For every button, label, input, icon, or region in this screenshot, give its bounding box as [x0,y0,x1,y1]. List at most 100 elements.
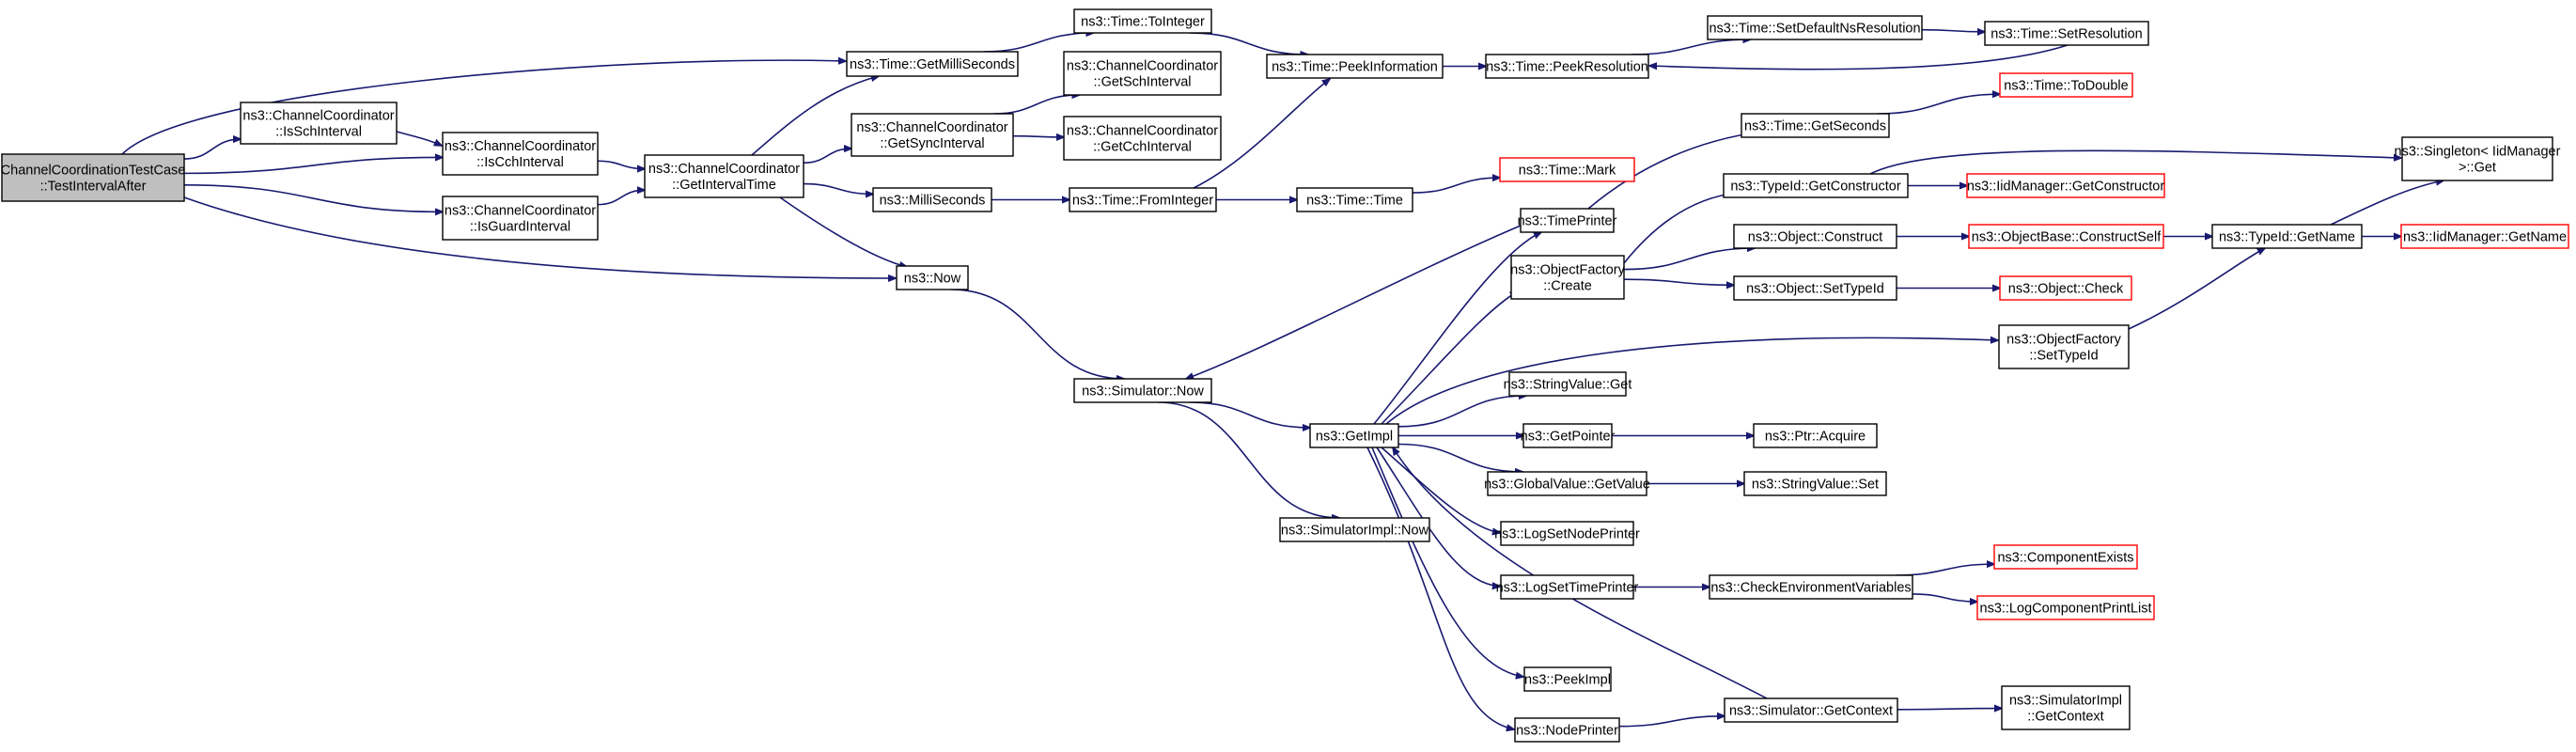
node-fromInteger[interactable]: ns3::Time::FromInteger [1069,187,1217,212]
node-box[interactable] [1743,471,1887,496]
node-now[interactable]: ns3::Now [896,265,969,290]
node-box[interactable] [1733,224,1897,249]
node-box[interactable] [1723,173,1909,198]
node-compExists[interactable]: ns3::ComponentExists [1993,544,2138,570]
node-box[interactable] [1523,666,1612,692]
node-box[interactable] [1968,224,2164,249]
node-box[interactable] [1485,54,1649,79]
node-peekRes[interactable]: ns3::Time::PeekResolution [1485,54,1649,79]
node-objFactSetTypeId[interactable]: ns3::ObjectFactory::SetTypeId [1998,324,2130,369]
node-objConstruct[interactable]: ns3::Object::Construct [1733,224,1897,249]
node-objCheck[interactable]: ns3::Object::Check [1999,275,2132,301]
node-isSch[interactable]: ns3::ChannelCoordinator::IsSchInterval [240,102,398,145]
node-logSetNode[interactable]: ns3::LogSetNodePrinter [1494,521,1640,546]
node-strValSet[interactable]: ns3::StringValue::Set [1743,471,1887,496]
node-simGetCtx[interactable]: ns3::Simulator::GetContext [1724,697,1898,723]
node-box[interactable] [2211,224,2363,249]
node-getInterval[interactable]: ns3::ChannelCoordinator::GetIntervalTime [644,154,804,198]
node-getMilli[interactable]: ns3::Time::GetMilliSeconds [846,51,1019,77]
node-globalValGet[interactable]: ns3::GlobalValue::GetValue [1484,471,1650,496]
node-box[interactable] [1999,72,2133,98]
node-box[interactable] [1279,517,1430,542]
node-box[interactable] [240,102,398,145]
node-getCchInt[interactable]: ns3::ChannelCoordinator::GetCchInterval [1063,116,1222,161]
node-setDefaultNs[interactable]: ns3::Time::SetDefaultNsResolution [1707,15,1923,40]
node-box[interactable] [1508,371,1627,397]
node-singletonGet[interactable]: ns3::Singleton< IidManager >::Get [2395,136,2561,181]
node-box[interactable] [1063,51,1222,96]
node-toInteger[interactable]: ns3::Time::ToInteger [1073,8,1212,34]
node-isGuard[interactable]: ns3::ChannelCoordinator::IsGuardInterval [442,196,599,241]
node-box[interactable] [1069,187,1217,212]
node-box[interactable] [1073,8,1212,34]
node-box[interactable] [1073,378,1212,403]
node-box[interactable] [1487,471,1647,496]
node-box[interactable] [1741,113,1890,138]
node-logCompPrint[interactable]: ns3::LogComponentPrintList [1976,595,2155,620]
node-objSetTypeId[interactable]: ns3::Object::SetTypeId [1733,275,1897,301]
node-typeIdGetCtor[interactable]: ns3::TypeId::GetConstructor [1723,173,1909,198]
node-nodePrinter[interactable]: ns3::NodePrinter [1514,717,1620,743]
node-box[interactable] [442,132,599,176]
node-objFactCreate[interactable]: ns3::ObjectFactory::Create [1510,255,1626,300]
node-box[interactable] [1733,275,1897,301]
node-box[interactable] [851,113,1014,157]
node-box[interactable] [1753,423,1878,448]
node-milliSec[interactable]: ns3::MilliSeconds [872,187,992,212]
node-box[interactable] [1499,157,1635,182]
node-box[interactable] [846,51,1019,77]
node-getSync[interactable]: ns3::ChannelCoordinator::GetSyncInterval [851,113,1014,157]
node-box[interactable] [872,187,992,212]
node-iidMgrGetCtor[interactable]: ns3::IidManager::GetConstructor [1966,173,2165,198]
node-box[interactable] [1998,324,2130,369]
node-box[interactable] [1976,595,2155,620]
node-timePrinter[interactable]: ns3::TimePrinter [1518,208,1617,233]
node-simImplGetCtx[interactable]: ns3::SimulatorImpl::GetContext [2001,685,2131,730]
node-ptrAcquire[interactable]: ns3::Ptr::Acquire [1753,423,1878,448]
node-strValGet[interactable]: ns3::StringValue::Get [1504,371,1632,397]
node-box[interactable] [1500,574,1634,600]
node-simImplNow[interactable]: ns3::SimulatorImpl::Now [1279,517,1430,542]
node-box[interactable] [896,265,969,290]
node-box[interactable] [1522,423,1613,448]
node-box[interactable] [2401,136,2553,181]
node-typeIdGetName[interactable]: ns3::TypeId::GetName [2211,224,2363,249]
node-box[interactable] [1,153,185,202]
node-isCch[interactable]: ns3::ChannelCoordinator::IsCchInterval [442,132,599,176]
node-iidMgrGetName[interactable]: ns3::IidManager::GetName [2400,224,2569,249]
node-simNow[interactable]: ns3::Simulator::Now [1073,378,1212,403]
node-timeMark[interactable]: ns3::Time::Mark [1499,157,1635,182]
node-box[interactable] [1520,208,1615,233]
node-root[interactable]: ChannelCoordinationTestCase::TestInterva… [1,153,186,202]
node-box[interactable] [644,154,804,198]
node-box[interactable] [2400,224,2569,249]
node-box[interactable] [1063,116,1222,161]
node-logSetTime[interactable]: ns3::LogSetTimePrinter [1496,574,1639,600]
node-box[interactable] [1266,54,1444,79]
node-box[interactable] [1709,574,1913,600]
node-objBaseConstruct[interactable]: ns3::ObjectBase::ConstructSelf [1968,224,2164,249]
node-box[interactable] [1309,423,1399,448]
node-timeTime[interactable]: ns3::Time::Time [1296,187,1413,212]
node-setResolution[interactable]: ns3::Time::SetResolution [1984,21,2149,46]
node-getSeconds[interactable]: ns3::Time::GetSeconds [1741,113,1890,138]
node-box[interactable] [1993,544,2138,570]
node-box[interactable] [1707,15,1923,40]
node-box[interactable] [1514,717,1620,743]
node-box[interactable] [1724,697,1898,723]
node-box[interactable] [1999,275,2132,301]
node-getSchInt[interactable]: ns3::ChannelCoordinator::GetSchInterval [1063,51,1222,96]
node-box[interactable] [2001,685,2131,730]
node-checkEnv[interactable]: ns3::CheckEnvironmentVariables [1709,574,1913,600]
node-box[interactable] [1966,173,2165,198]
node-toDouble[interactable]: ns3::Time::ToDouble [1999,72,2133,98]
node-box[interactable] [1510,255,1625,300]
node-peekInfo[interactable]: ns3::Time::PeekInformation [1266,54,1444,79]
node-box[interactable] [442,196,599,241]
node-box[interactable] [1984,21,2149,46]
node-box[interactable] [1500,521,1634,546]
node-getImpl[interactable]: ns3::GetImpl [1309,423,1399,448]
node-box[interactable] [1296,187,1413,212]
node-getPointer[interactable]: ns3::GetPointer [1521,423,1616,448]
node-peekImpl[interactable]: ns3::PeekImpl [1523,666,1612,692]
